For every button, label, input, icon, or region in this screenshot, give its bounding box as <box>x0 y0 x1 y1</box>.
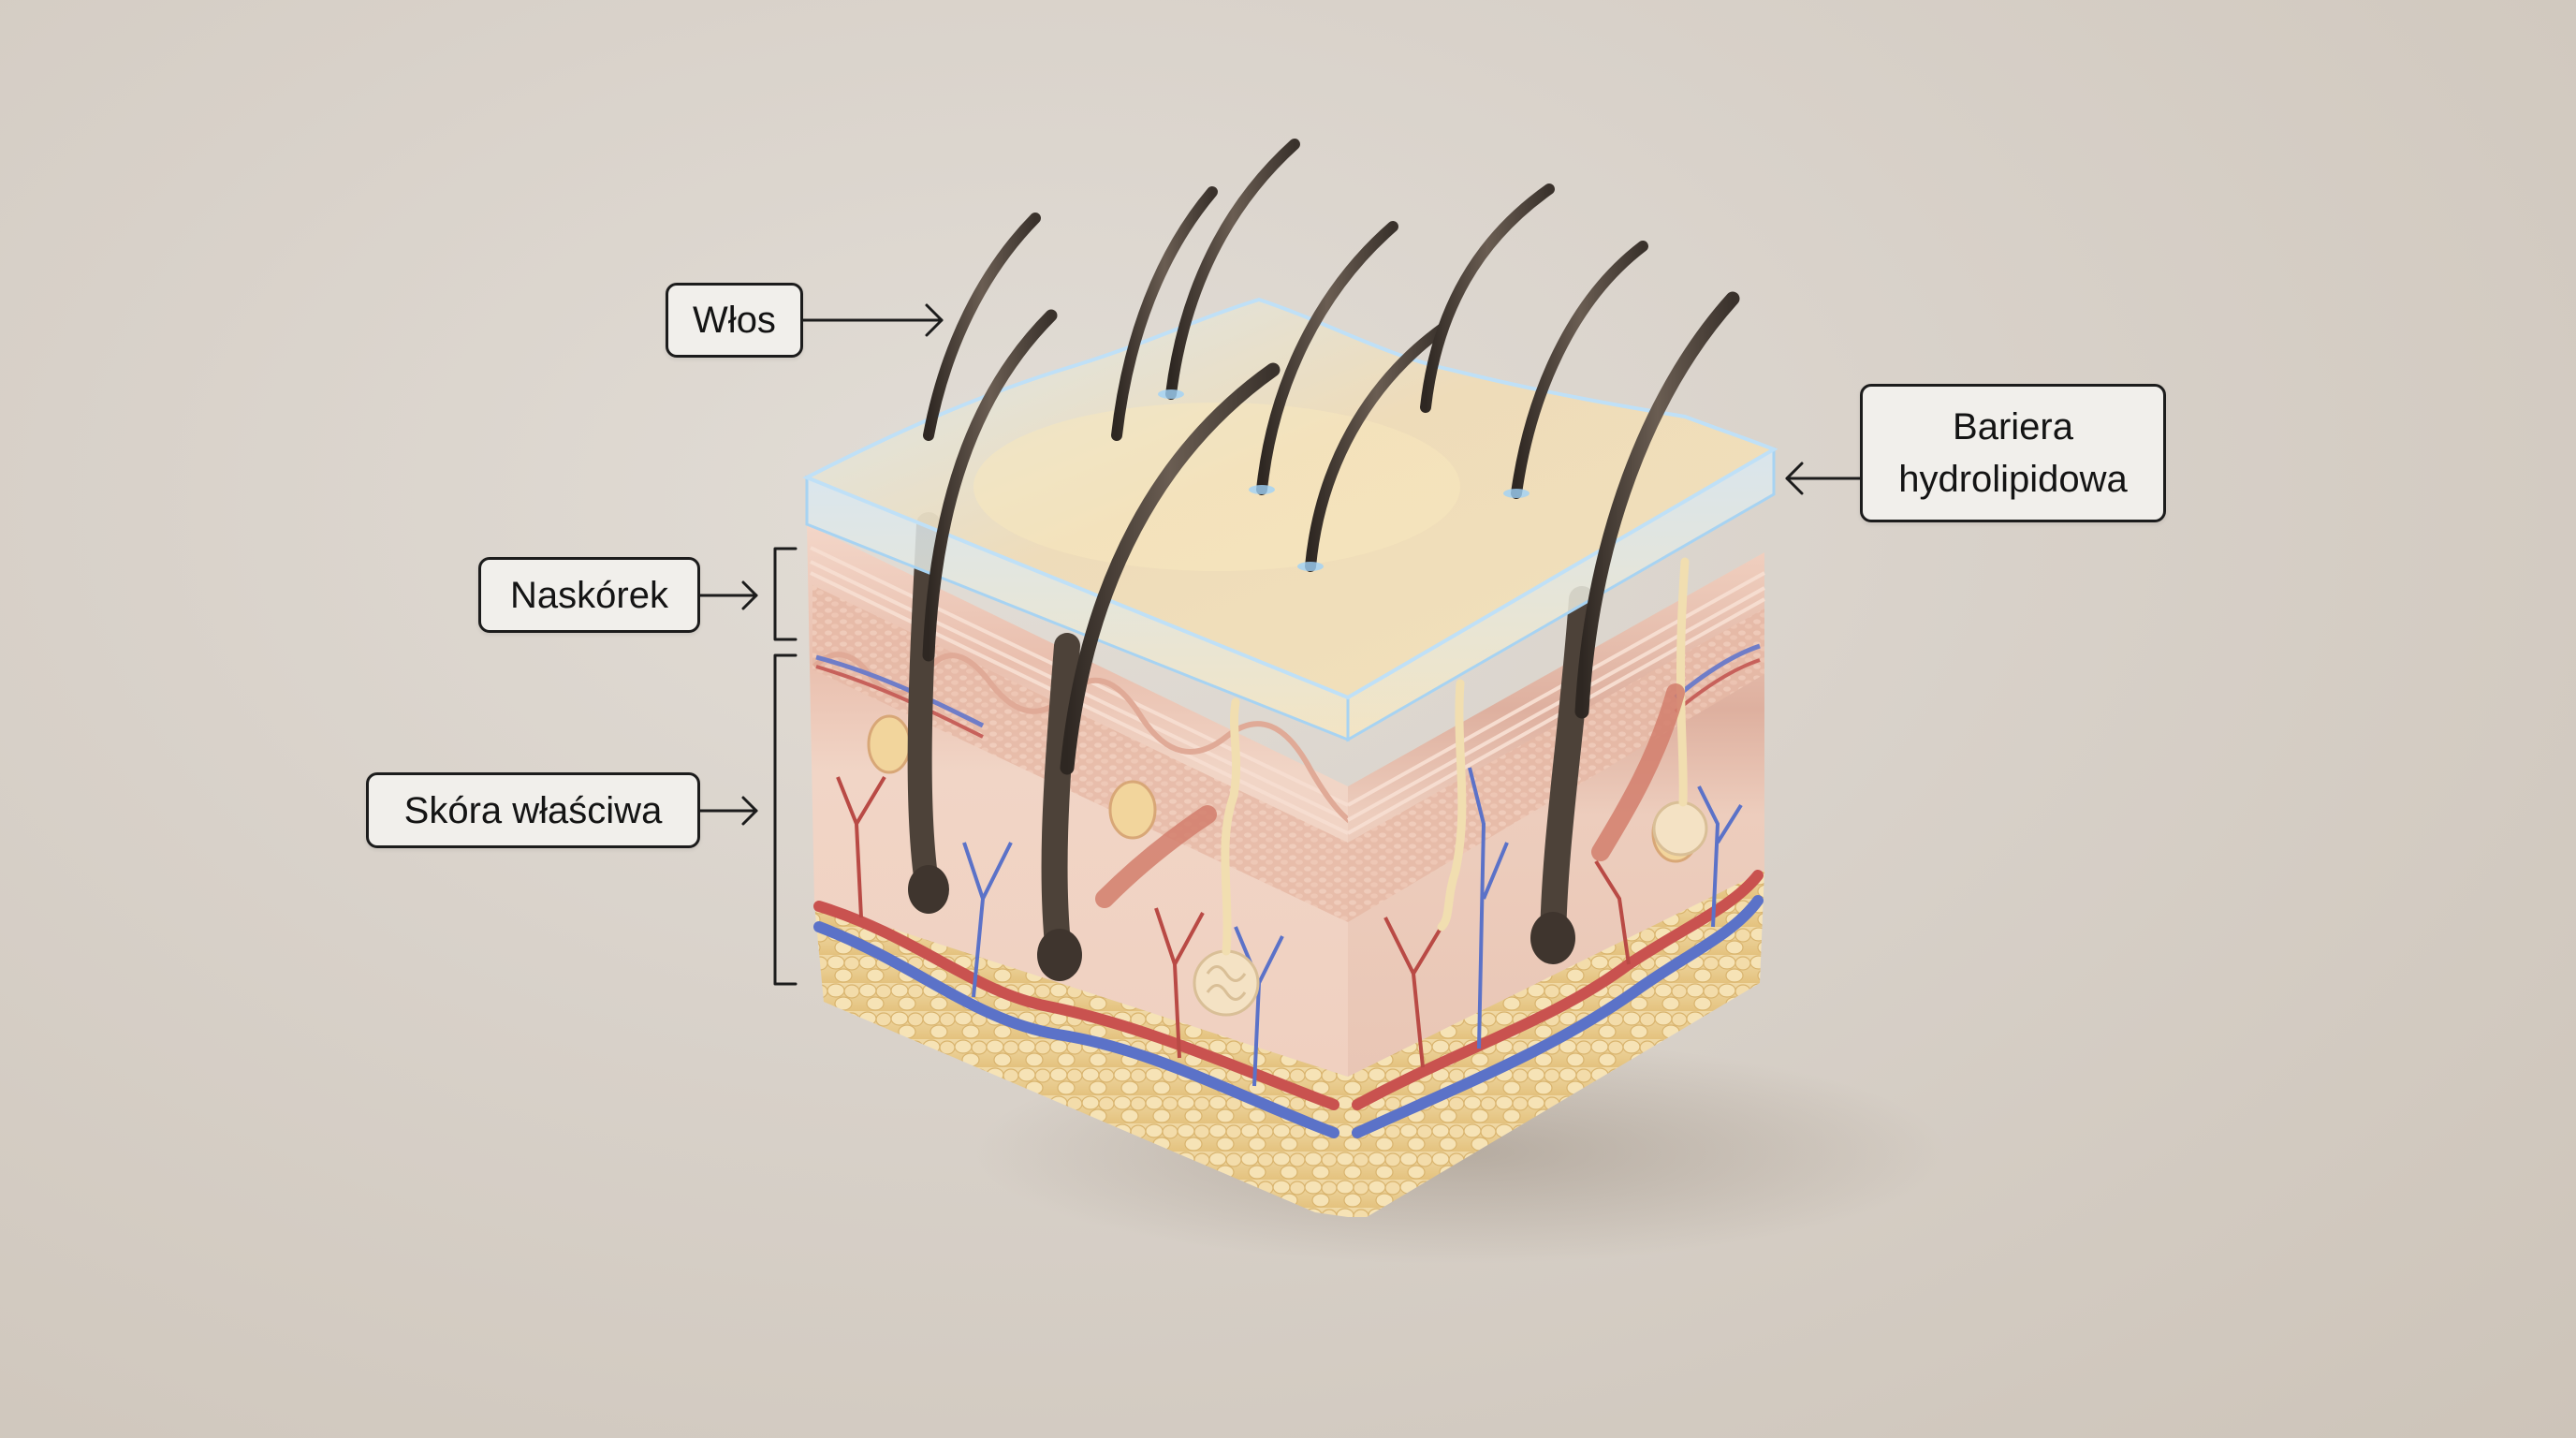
skin-structures <box>867 557 1708 1017</box>
sweat-gland <box>1652 800 1708 857</box>
cube-left-face <box>807 524 1377 1217</box>
hair-shaft <box>1511 241 1648 499</box>
blood-vessels <box>813 643 1764 1138</box>
label-dermis-text: Skóra właściwa <box>403 789 663 831</box>
arrowhead-icon <box>1785 462 1804 495</box>
arrowhead-icon <box>925 303 944 337</box>
label-dermis: Skóra właściwa <box>366 772 700 848</box>
hair-shaft <box>923 213 1041 441</box>
hair-follicles <box>907 512 1595 981</box>
epidermis-bracket <box>773 547 798 641</box>
arrowhead-icon <box>741 796 758 826</box>
hair-shaft <box>1574 291 1740 719</box>
label-hydrolipid-barrier: Bariera hydrolipidowa <box>1860 384 2166 522</box>
label-barrier-line1: Bariera <box>1953 406 2073 448</box>
hair-shaft <box>1420 183 1555 413</box>
hair-shaft <box>1111 186 1218 441</box>
hair-shaft <box>1305 323 1448 572</box>
hair-shaft <box>922 309 1058 662</box>
hair-shafts <box>922 139 1740 775</box>
label-epidermis: Naskórek <box>478 557 700 633</box>
arrowhead-icon <box>741 580 758 610</box>
label-hair: Włos <box>666 283 803 358</box>
annotation-lines <box>698 303 1862 986</box>
label-epidermis-text: Naskórek <box>510 574 668 616</box>
hair-shaft <box>1165 139 1300 400</box>
label-barrier-line2: hydrolipidowa <box>1898 459 2128 500</box>
hair-shaft <box>1060 362 1281 775</box>
label-hair-text: Włos <box>693 300 776 341</box>
hair-shaft <box>1256 221 1398 495</box>
dermis-bracket <box>773 653 798 986</box>
sweat-gland <box>1193 949 1260 1017</box>
